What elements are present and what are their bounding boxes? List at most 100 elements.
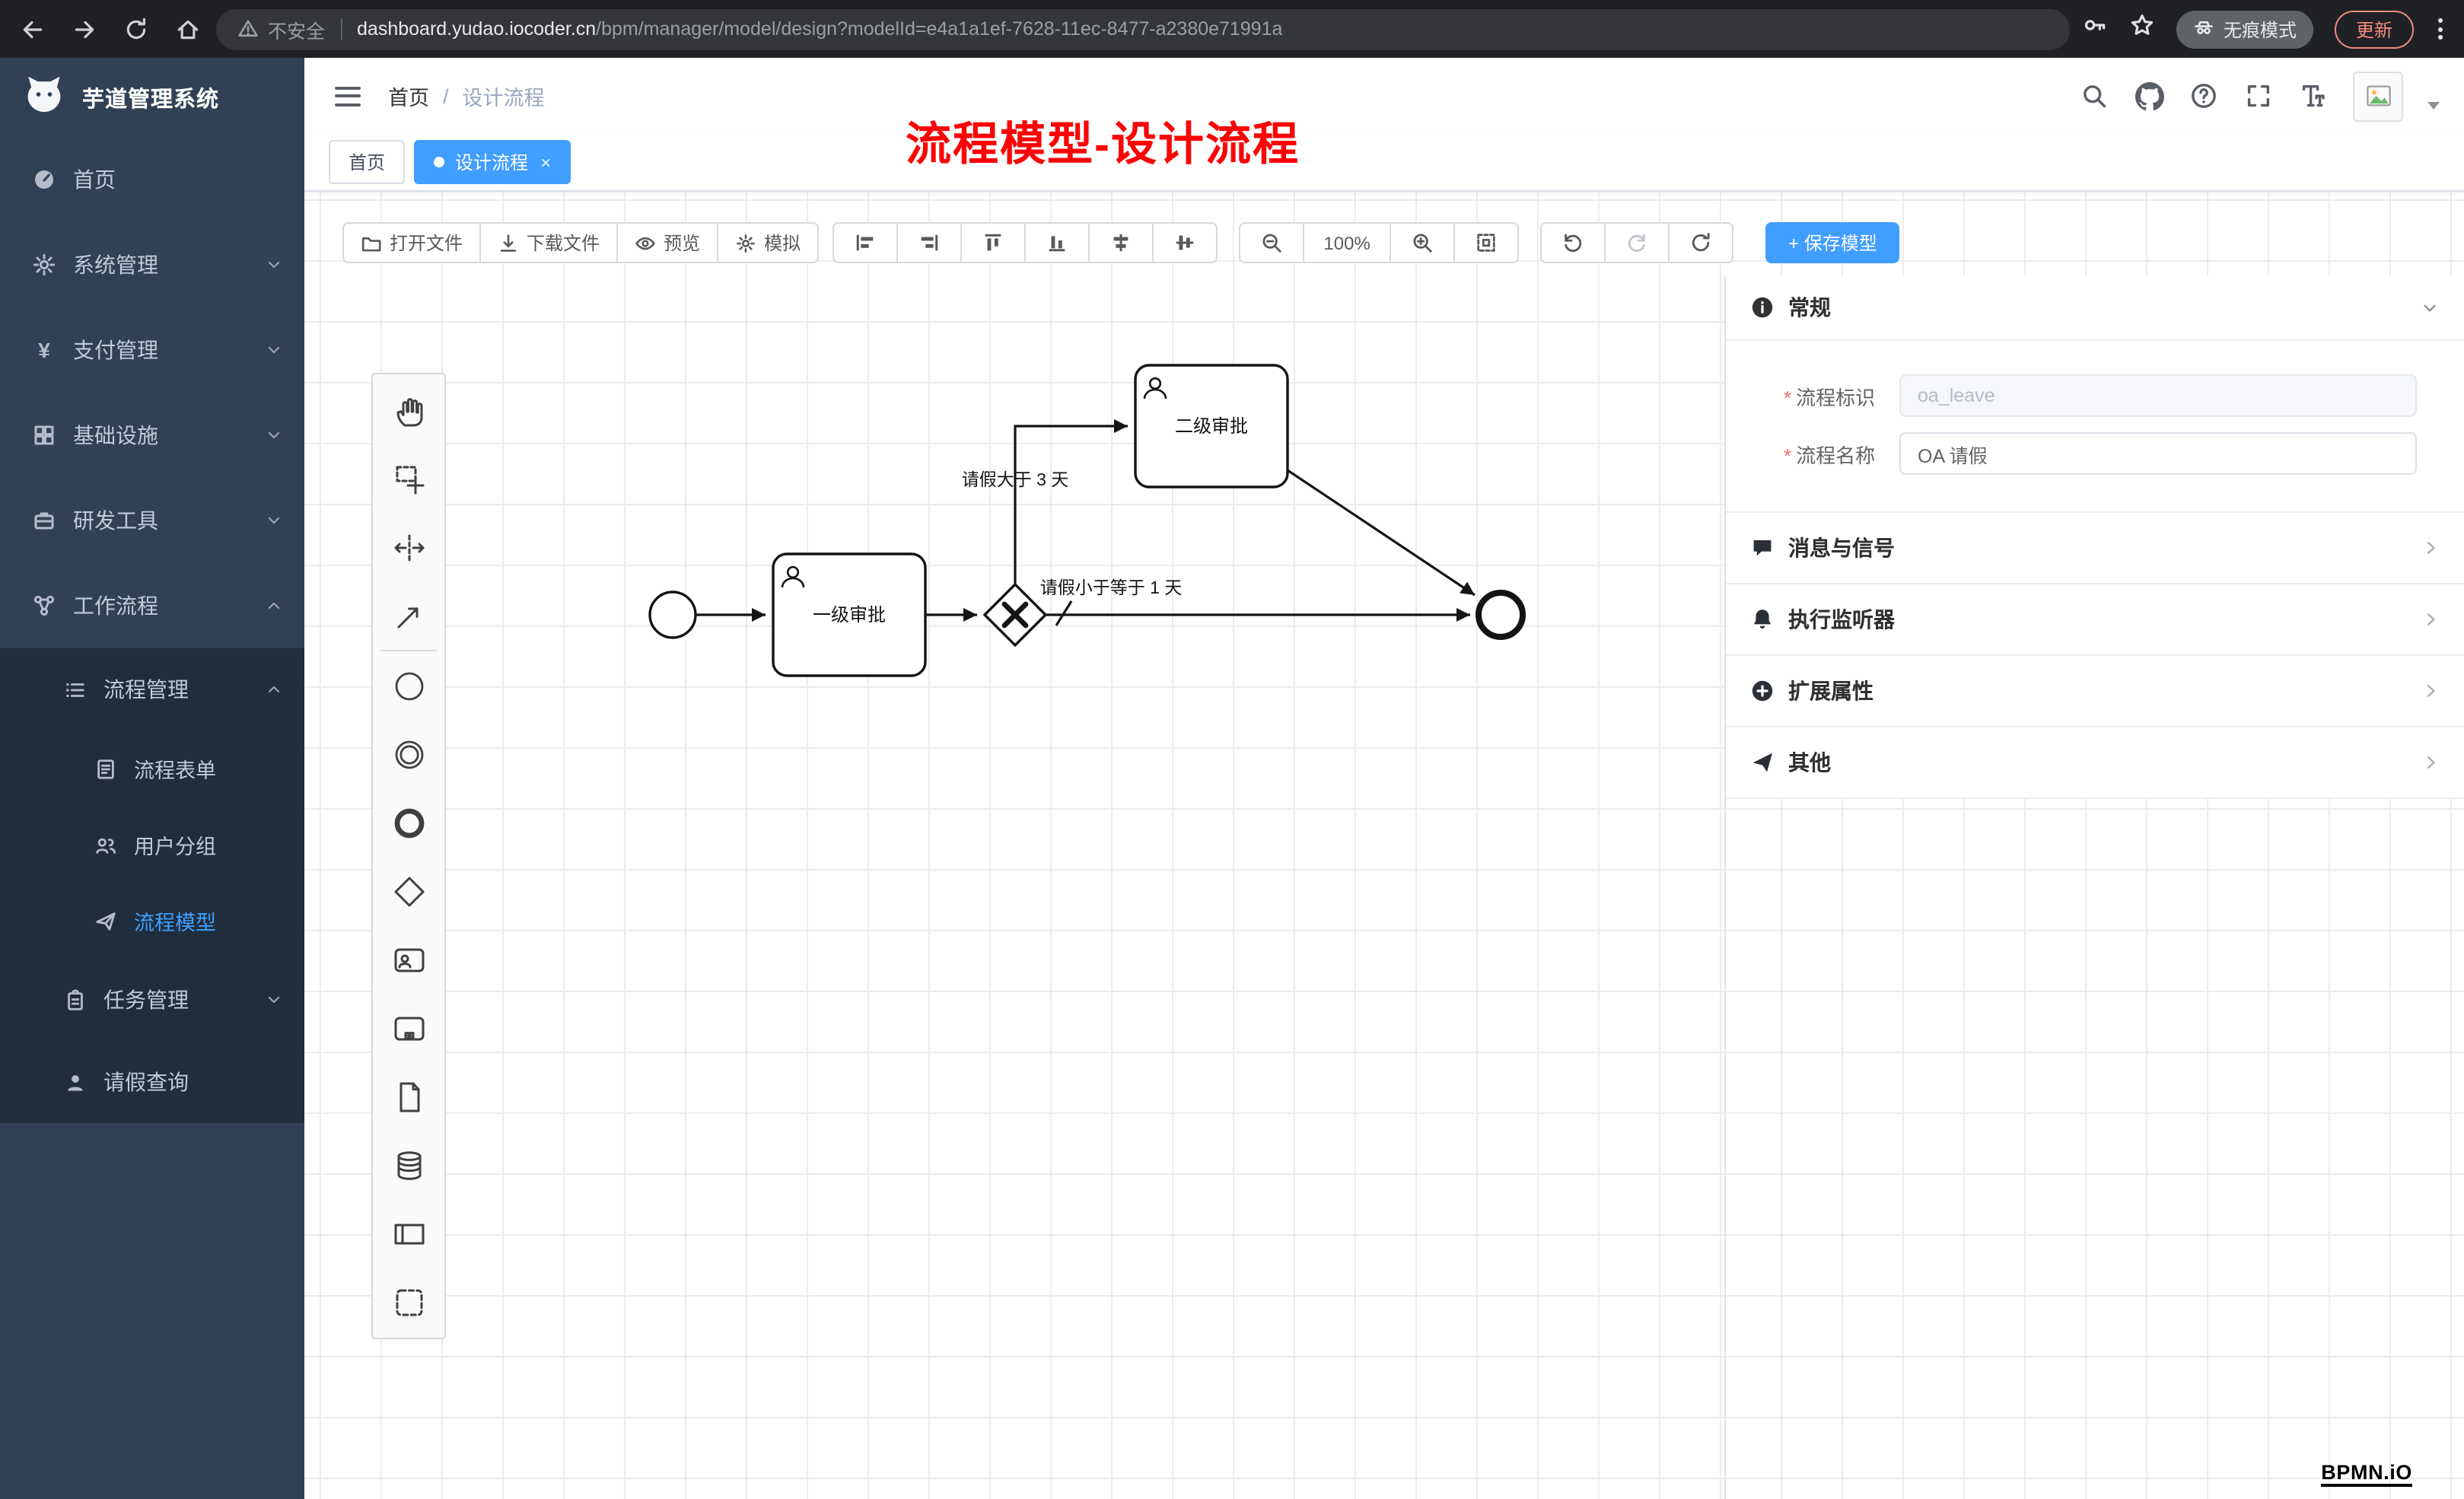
save-model-button[interactable]: + 保存模型 bbox=[1765, 222, 1900, 263]
plus-circle-icon bbox=[1750, 679, 1775, 703]
create-end-event[interactable] bbox=[373, 788, 444, 857]
user-avatar[interactable] bbox=[2353, 71, 2403, 121]
sidebar-item-infra[interactable]: 基础设施 bbox=[0, 393, 304, 478]
create-participant[interactable] bbox=[373, 1199, 444, 1268]
bpmn-canvas[interactable]: 请假大于 3 天 请假小于等于 1 天 一级审批 二级审批 bbox=[304, 190, 2464, 1499]
tab-home[interactable]: 首页 bbox=[329, 140, 406, 184]
align-middle-button[interactable] bbox=[1152, 222, 1218, 263]
zoom-in-button[interactable] bbox=[1390, 222, 1456, 263]
end-event[interactable] bbox=[1476, 590, 1526, 640]
align-bottom-button[interactable] bbox=[1024, 222, 1090, 263]
help-icon[interactable] bbox=[2189, 81, 2219, 111]
workflow-submenu: 流程管理 流程表单 用户分组 流程模型 任务管理 bbox=[0, 648, 304, 1123]
bpmn-io-watermark[interactable]: BPMN.iO bbox=[2321, 1461, 2412, 1487]
process-key-input[interactable] bbox=[1899, 374, 2417, 417]
sidebar-item-home[interactable]: 首页 bbox=[0, 137, 304, 222]
section-execution-listener[interactable]: 执行监听器 bbox=[1726, 584, 2464, 656]
section-extended-attributes[interactable]: 扩展属性 bbox=[1726, 656, 2464, 727]
home-icon[interactable] bbox=[173, 15, 201, 43]
task-first-approval[interactable]: 一级审批 bbox=[772, 552, 927, 677]
key-icon[interactable] bbox=[2082, 12, 2108, 46]
create-start-event[interactable] bbox=[373, 651, 444, 720]
breadcrumb-home[interactable]: 首页 bbox=[388, 87, 429, 110]
undo-button[interactable] bbox=[1540, 222, 1606, 263]
back-icon[interactable] bbox=[18, 15, 46, 43]
address-bar[interactable]: 不安全 dashboard.yudao.iocoder.cn/bpm/manag… bbox=[216, 8, 2070, 49]
restart-button[interactable] bbox=[1668, 222, 1734, 263]
forward-icon[interactable] bbox=[70, 15, 97, 43]
open-file-label: 打开文件 bbox=[390, 233, 463, 254]
global-connect-tool[interactable] bbox=[373, 581, 444, 650]
sidebar-item-label: 支付管理 bbox=[73, 338, 158, 362]
section-message-signal[interactable]: 消息与信号 bbox=[1726, 513, 2464, 584]
bpmn-palette bbox=[371, 373, 446, 1339]
reload-icon[interactable] bbox=[122, 15, 149, 43]
incognito-badge: 无痕模式 bbox=[2176, 10, 2313, 48]
bell-icon bbox=[1750, 607, 1775, 632]
simulate-button[interactable]: 模拟 bbox=[717, 222, 820, 263]
space-tool[interactable] bbox=[373, 513, 444, 581]
sidebar-item-user-group[interactable]: 用户分组 bbox=[0, 807, 304, 883]
zoom-fit-button[interactable] bbox=[1453, 222, 1520, 263]
chrome-update-button[interactable]: 更新 bbox=[2334, 10, 2414, 48]
sidebar-item-task-mgmt[interactable]: 任务管理 bbox=[0, 959, 304, 1041]
section-label: 执行监听器 bbox=[1788, 607, 1895, 632]
fullscreen-icon[interactable] bbox=[2243, 81, 2274, 111]
incognito-icon bbox=[2193, 16, 2214, 42]
create-subprocess[interactable] bbox=[373, 994, 444, 1062]
avatar-caret-icon[interactable] bbox=[2427, 101, 2440, 109]
sidebar: 芋道管理系统 首页 系统管理 ¥ 支付管理 基础设施 bbox=[0, 58, 304, 1499]
yen-icon: ¥ bbox=[38, 338, 50, 362]
section-label: 其他 bbox=[1788, 750, 1831, 775]
create-gateway[interactable] bbox=[373, 857, 444, 925]
browser-menu-icon[interactable] bbox=[2435, 15, 2446, 43]
section-general[interactable]: 常规 bbox=[1726, 275, 2464, 341]
bpmn-diagram: 请假大于 3 天 请假小于等于 1 天 一级审批 二级审批 bbox=[648, 364, 1526, 677]
logo-avatar-icon bbox=[21, 71, 67, 124]
flow-gateway-to-task2[interactable] bbox=[1014, 419, 1128, 584]
sidebar-item-workflow[interactable]: 工作流程 bbox=[0, 563, 304, 648]
redo-button[interactable] bbox=[1604, 222, 1670, 263]
zoom-out-button[interactable] bbox=[1239, 222, 1305, 263]
align-left-button[interactable] bbox=[832, 222, 899, 263]
dashboard-icon bbox=[30, 167, 58, 192]
exclusive-gateway[interactable] bbox=[982, 582, 1048, 648]
open-file-button[interactable]: 打开文件 bbox=[342, 222, 482, 263]
preview-button[interactable]: 预览 bbox=[616, 222, 719, 263]
create-user-task[interactable] bbox=[373, 925, 444, 994]
sidebar-item-process-mgmt[interactable]: 流程管理 bbox=[0, 648, 304, 730]
bookmark-star-icon[interactable] bbox=[2129, 12, 2155, 46]
download-file-button[interactable]: 下载文件 bbox=[479, 222, 619, 263]
align-top-button[interactable] bbox=[960, 222, 1027, 263]
create-data-store[interactable] bbox=[373, 1131, 444, 1199]
download-file-label: 下载文件 bbox=[527, 233, 600, 254]
sidebar-item-process-form[interactable]: 流程表单 bbox=[0, 730, 304, 807]
sidebar-item-leave-query[interactable]: 请假查询 bbox=[0, 1041, 304, 1123]
sidebar-item-devtools[interactable]: 研发工具 bbox=[0, 478, 304, 563]
process-name-input[interactable] bbox=[1899, 432, 2417, 475]
github-icon[interactable] bbox=[2134, 81, 2164, 111]
chevron-right-icon bbox=[2421, 610, 2440, 629]
task-second-approval[interactable]: 二级审批 bbox=[1134, 364, 1289, 489]
section-other[interactable]: 其他 bbox=[1726, 727, 2464, 799]
default-flow-marker bbox=[1055, 600, 1073, 626]
send-icon bbox=[91, 909, 119, 932]
align-center-button[interactable] bbox=[1088, 222, 1154, 263]
lasso-tool[interactable] bbox=[373, 444, 444, 513]
align-right-button[interactable] bbox=[896, 222, 963, 263]
collapse-sidebar-icon[interactable] bbox=[329, 80, 367, 112]
font-size-icon[interactable] bbox=[2298, 81, 2329, 111]
flow-task2-to-end[interactable] bbox=[1287, 469, 1476, 597]
search-icon[interactable] bbox=[2079, 81, 2109, 111]
sidebar-item-system[interactable]: 系统管理 bbox=[0, 222, 304, 307]
create-group[interactable] bbox=[373, 1268, 444, 1336]
create-data-object[interactable] bbox=[373, 1062, 444, 1131]
sidebar-item-process-model[interactable]: 流程模型 bbox=[0, 883, 304, 959]
sidebar-item-payment[interactable]: ¥ 支付管理 bbox=[0, 307, 304, 393]
start-event[interactable] bbox=[648, 590, 697, 639]
tab-design-process[interactable]: 设计流程 × bbox=[414, 140, 571, 184]
close-icon[interactable]: × bbox=[540, 151, 552, 173]
hand-tool[interactable] bbox=[373, 376, 444, 444]
users-icon bbox=[91, 833, 119, 856]
create-intermediate-event[interactable] bbox=[373, 720, 444, 788]
